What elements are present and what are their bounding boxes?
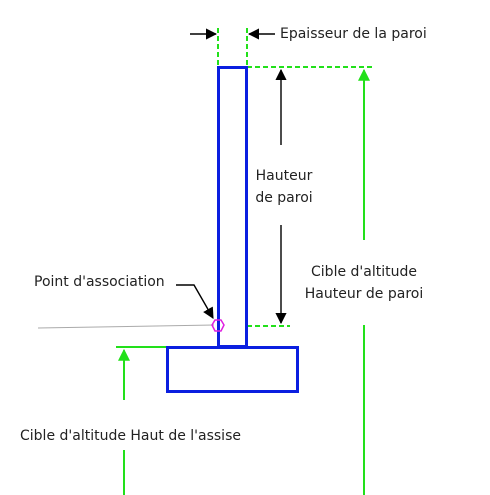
attachment-point-marker (211, 319, 225, 332)
wall-stem (217, 66, 248, 348)
target-height-label-line2: Hauteur de paroi (304, 286, 424, 302)
wall-structure (166, 66, 299, 393)
attachment-point-label: Point d'association (34, 274, 165, 290)
target-footing-top-label: Cible d'altitude Haut de l'assise (20, 428, 241, 444)
wall-height-label-line1: Hauteur (255, 168, 313, 184)
dimension-lines (176, 28, 287, 325)
wall-thickness-label: Epaisseur de la paroi (280, 26, 427, 42)
attachment-leader (176, 284, 214, 319)
guide-arrows (118, 68, 370, 395)
wall-height-label-line2: de paroi (255, 190, 313, 206)
target-height-label-line1: Cible d'altitude (311, 264, 417, 280)
wall-footing (166, 346, 299, 393)
ground-line (37, 324, 215, 329)
